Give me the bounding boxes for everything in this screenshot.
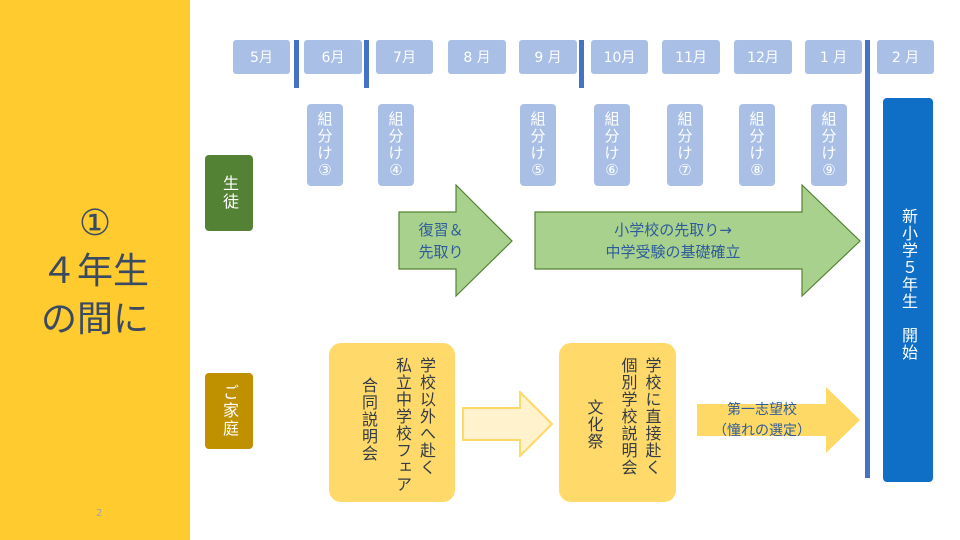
page-number: 2 [96, 508, 103, 519]
review-arrow-label: 復習＆ 先取り [418, 221, 464, 261]
family-arrow-small [462, 391, 554, 457]
student-row-label: 生徒 [205, 155, 253, 231]
month-december: 12月 [734, 40, 792, 74]
month-july: 7月 [376, 40, 433, 74]
slide-title: ① ４年生 の間に [40, 203, 149, 340]
month-june: 6月 [304, 40, 362, 74]
school-fair-line-3: 合同説明会 [359, 377, 378, 462]
new-grade-box: 新小学５年生 開始 [883, 98, 933, 482]
month-may: 5月 [233, 40, 290, 74]
school-fair-box: 学校以外へ赴く 私立中学校フェア 合同説明会 [329, 343, 455, 502]
month-august: 8 月 [448, 40, 506, 74]
month-october: 10月 [591, 40, 648, 74]
month-february: 2 月 [877, 40, 934, 74]
month-divider [579, 40, 584, 88]
school-fair-line-2: 私立中学校フェア [393, 357, 412, 493]
foundation-arrow [534, 184, 861, 298]
school-visit-box: 学校に直接赴く 個別学校説明会 文化祭 [559, 343, 676, 502]
family-row-label: ご家庭 [205, 373, 253, 449]
school-fair-line-1: 学校以外へ赴く [417, 357, 436, 476]
month-november: 11月 [662, 40, 720, 74]
school-visit-line-3: 文化祭 [584, 399, 604, 450]
month-september: 9 月 [519, 40, 577, 74]
school-visit-line-1: 学校に直接赴く [642, 357, 662, 476]
foundation-arrow-label: 小学校の先取り→ 中学受験の基礎確立 [605, 221, 741, 261]
first-choice-label: 第一志望校 （憧れの選定） [713, 402, 811, 439]
timeline-end-divider [865, 40, 870, 478]
month-divider [364, 40, 369, 88]
new-grade-label: 新小学５年生 開始 [899, 208, 918, 361]
school-visit-line-2: 個別学校説明会 [618, 357, 638, 476]
first-choice-arrow [697, 387, 860, 453]
title-sidebar [0, 0, 190, 540]
review-arrow [398, 184, 513, 298]
month-january: 1 月 [805, 40, 862, 74]
month-divider [294, 40, 299, 88]
